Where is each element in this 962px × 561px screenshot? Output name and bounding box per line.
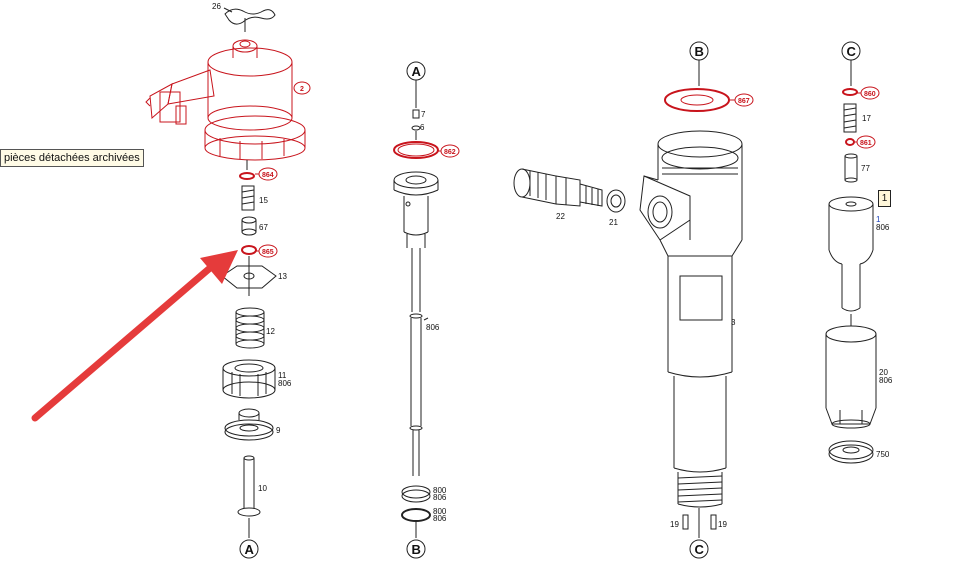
part-77-shim[interactable] — [844, 153, 858, 183]
callout-label-865: 865 — [262, 249, 274, 256]
part-9-disc[interactable] — [224, 408, 274, 441]
part-label-800b: 800 — [433, 507, 447, 516]
part-19-pin-left[interactable] — [682, 514, 689, 530]
part-label-17: 17 — [862, 114, 871, 123]
part-label-7: 7 — [421, 110, 426, 119]
part-12-spring[interactable] — [235, 307, 265, 349]
left-assembly — [145, 7, 306, 538]
part-label-3: 3 — [731, 318, 736, 327]
part-label-1-806: 806 — [876, 223, 890, 232]
section-letter-c-right: C — [695, 542, 705, 557]
part-865-o-ring[interactable] — [241, 245, 257, 255]
section-letter-b-middle: B — [412, 542, 421, 557]
part-17-spring[interactable] — [843, 103, 857, 133]
section-letter-b-right: B — [695, 44, 704, 59]
callout-label-2: 2 — [300, 86, 304, 93]
part-label-6: 6 — [420, 123, 425, 132]
section-marker-b-middle[interactable] — [406, 539, 426, 559]
part-860-o-ring[interactable] — [842, 88, 858, 96]
section-marker-a-middle[interactable] — [406, 61, 426, 81]
section-letter-a-middle: A — [412, 64, 422, 79]
part-label-12: 12 — [266, 327, 275, 336]
callout-label-861: 861 — [860, 140, 872, 147]
callout-label-862: 862 — [444, 149, 456, 156]
part-label-800a: 800 — [433, 486, 447, 495]
part-13-armature[interactable] — [221, 256, 277, 296]
part-2-connector-housing[interactable] — [145, 39, 306, 161]
part-19-pin-right[interactable] — [710, 514, 717, 530]
callout-label-864: 864 — [262, 172, 274, 179]
part-11-electromagnet[interactable] — [222, 359, 276, 399]
part-label-13: 13 — [278, 272, 287, 281]
annotation-arrow — [31, 250, 238, 422]
callout-label-860: 860 — [864, 91, 876, 98]
part-label-9: 9 — [276, 426, 281, 435]
right-assembly — [513, 60, 743, 538]
part-3-injector-body[interactable] — [639, 130, 743, 508]
part-15-spring[interactable] — [241, 185, 255, 211]
part-750-washer[interactable] — [828, 440, 874, 464]
section-marker-c-far-right[interactable] — [841, 41, 861, 61]
part-label-11-806: 806 — [278, 379, 292, 388]
part-6-ring[interactable] — [411, 125, 421, 131]
archived-parts-tooltip: pièces détachées archivées — [0, 149, 144, 167]
part-label-20-806: 806 — [879, 376, 893, 385]
part-21-washer[interactable] — [606, 189, 626, 213]
part-20-nozzle-nut[interactable] — [825, 325, 877, 429]
part-800-ring-upper[interactable] — [401, 485, 431, 499]
part-label-77: 77 — [861, 164, 870, 173]
part-label-806b: 806 — [433, 514, 447, 523]
part-67-seat[interactable] — [241, 216, 257, 236]
part-label-15: 15 — [259, 196, 268, 205]
part-862-o-ring[interactable] — [393, 141, 439, 159]
part-label-22: 22 — [556, 212, 565, 221]
part-10-valve-pin[interactable] — [237, 455, 261, 538]
part-label-750: 750 — [876, 450, 890, 459]
section-marker-b-right[interactable] — [689, 41, 709, 61]
part-864-o-ring[interactable] — [239, 172, 255, 180]
section-marker-a-left[interactable] — [239, 539, 259, 559]
part-label-10: 10 — [258, 484, 267, 493]
far-right-assembly — [825, 60, 877, 464]
part-label-806-middle: 806 — [426, 323, 440, 332]
section-letter-a-left: A — [245, 542, 255, 557]
callout-label-867: 867 — [738, 98, 750, 105]
section-letter-c-far-right: C — [847, 44, 857, 59]
section-marker-c-right[interactable] — [689, 539, 709, 559]
part-label-806a: 806 — [433, 493, 447, 502]
part-1-nozzle[interactable] — [828, 196, 874, 312]
callout-2[interactable] — [293, 81, 311, 95]
part-label-20: 20 — [879, 368, 888, 377]
part-861-o-ring[interactable] — [845, 138, 855, 146]
part-label-21: 21 — [609, 218, 618, 227]
valve-body[interactable] — [393, 171, 439, 476]
selected-part-marker[interactable]: 1 — [878, 190, 891, 207]
middle-assembly — [393, 80, 439, 538]
left-callouts — [258, 81, 311, 258]
part-label-67: 67 — [259, 223, 268, 232]
part-label-19-right: 19 — [718, 520, 727, 529]
part-867-washer[interactable] — [664, 88, 730, 112]
part-label-1: 1 — [876, 215, 881, 224]
part-label-19-left: 19 — [670, 520, 679, 529]
part-7-ball[interactable] — [412, 109, 420, 119]
part-22-inlet-fitting[interactable] — [513, 168, 603, 207]
part-label-26: 26 — [212, 2, 221, 11]
part-800-ring-lower[interactable] — [401, 508, 431, 522]
part-label-11: 11 — [278, 371, 287, 380]
part-26-clip[interactable] — [224, 8, 276, 25]
